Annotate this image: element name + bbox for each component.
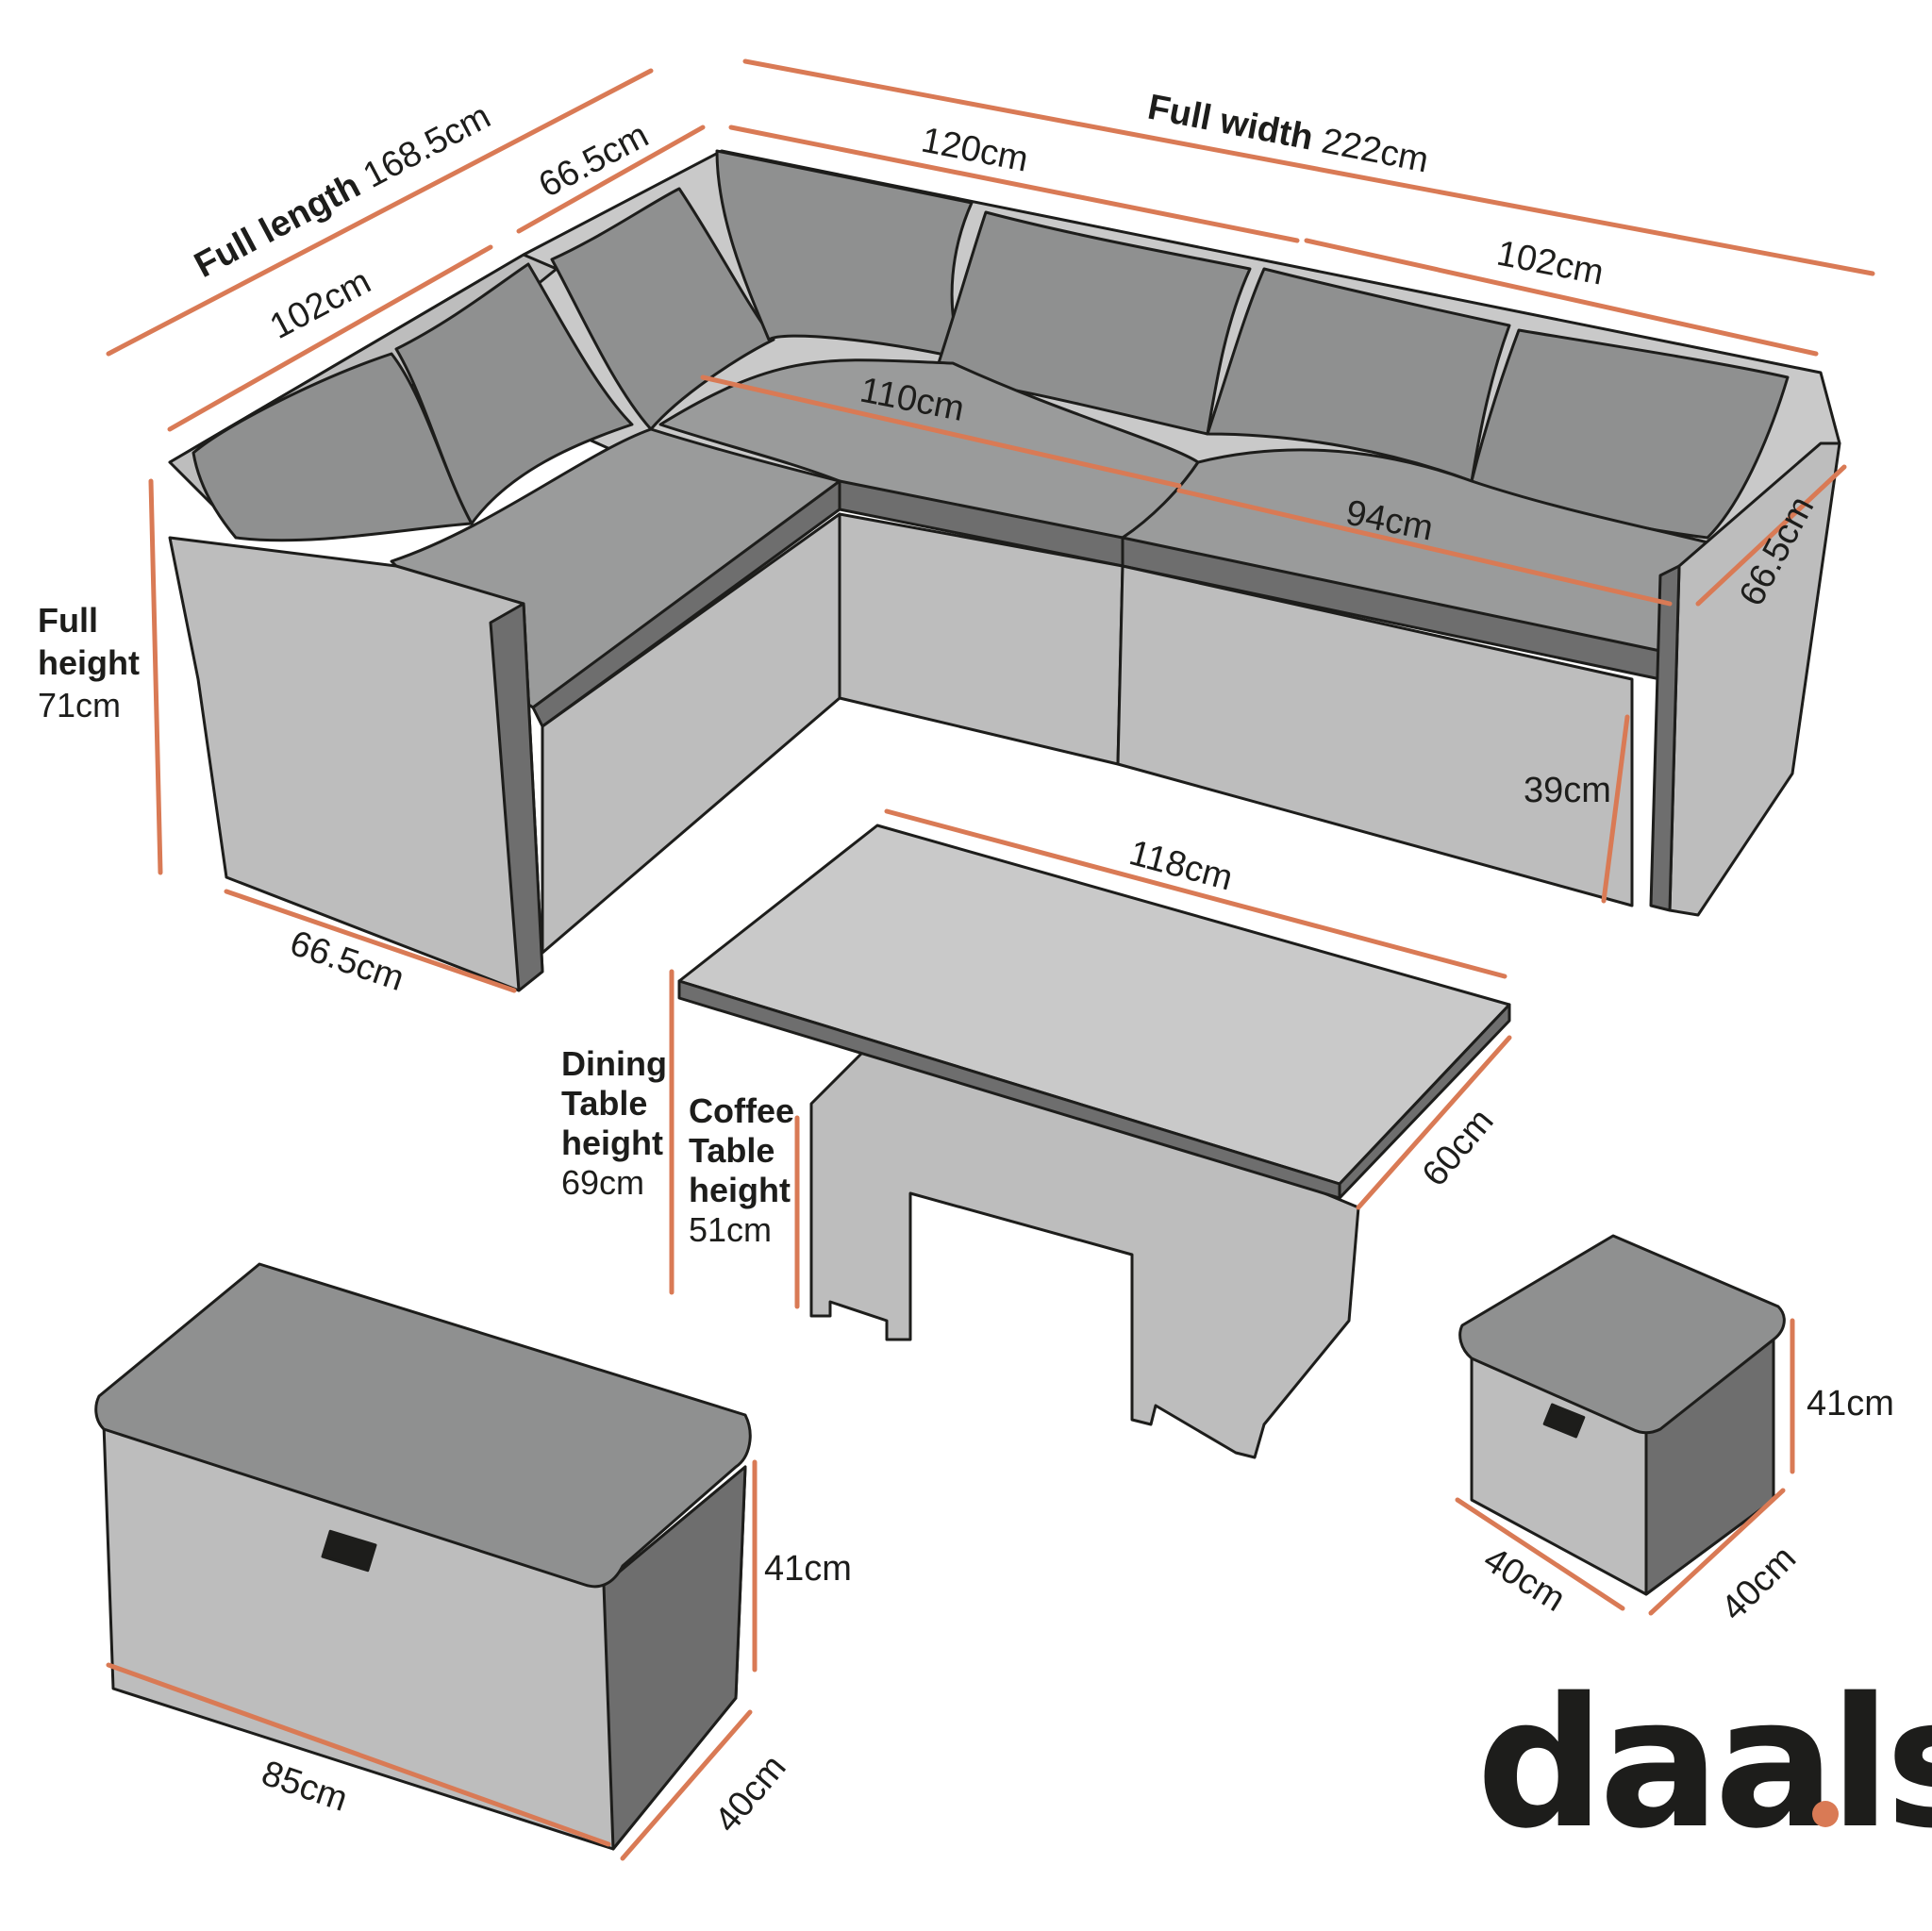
sofa-right-arm-edge <box>1649 564 1681 912</box>
stool-handle <box>1542 1403 1586 1439</box>
bench-depth-text: 40cm <box>708 1748 794 1840</box>
top-left-depth-text: 66.5cm <box>533 115 656 206</box>
bench-depth-line <box>620 1709 753 1861</box>
back-center-line <box>728 125 1300 243</box>
bench-width-text: 85cm <box>257 1754 353 1820</box>
left-length-line <box>167 244 493 432</box>
back-right-line <box>1304 238 1819 357</box>
coffee-label-3: height <box>689 1171 791 1209</box>
coffee-value: 51cm <box>689 1210 772 1249</box>
back-cushion-7 <box>1470 328 1790 540</box>
full-height-value: 71cm <box>38 686 121 724</box>
bench-width-line <box>106 1662 611 1847</box>
sofa-left-arm-edge <box>489 602 544 992</box>
seat-height-text: 39cm <box>1524 771 1611 810</box>
dining-label-1: Dining <box>561 1044 667 1083</box>
coffee-label-2: Table <box>689 1131 774 1170</box>
dimension-lines <box>106 58 1875 1861</box>
full-height-label-1: Full <box>38 601 98 640</box>
bench-handle <box>321 1529 377 1573</box>
back-cushion-3 <box>550 187 775 431</box>
right-depth-line <box>1695 464 1847 607</box>
full-length-text: Full length 168.5cm <box>189 96 497 286</box>
stool-depth-line <box>1648 1488 1786 1616</box>
full-width-text: Full width 222cm <box>1144 88 1431 181</box>
stool <box>1458 1234 1786 1596</box>
lift-table <box>677 824 1511 1459</box>
seat-right-line <box>1176 488 1673 607</box>
bench-cushion <box>94 1262 752 1589</box>
full-width-line <box>742 58 1875 276</box>
daals-logo: daals <box>1476 1659 1932 1868</box>
bench-side <box>602 1465 747 1851</box>
stool-cushion <box>1458 1234 1786 1435</box>
corner-sofa <box>168 149 1841 992</box>
dining-label-2: Table <box>561 1084 647 1123</box>
full-length-line <box>106 68 654 357</box>
seat-height-line <box>1601 714 1630 904</box>
storage-bench <box>94 1262 752 1851</box>
logo-text: daals <box>1476 1659 1932 1868</box>
dining-value: 69cm <box>561 1163 644 1202</box>
table-top-side <box>1338 1003 1511 1200</box>
full-height-label-2: height <box>38 643 140 682</box>
left-length-text: 102cm <box>264 261 377 347</box>
back-center-text: 120cm <box>918 121 1031 180</box>
bottom-depth-line <box>224 889 517 993</box>
stool-width-line <box>1455 1497 1625 1611</box>
table-base <box>809 1050 1360 1459</box>
back-cushion-2 <box>394 262 634 525</box>
bench-height-text: 41cm <box>764 1549 852 1589</box>
seat-center-line <box>700 375 1182 489</box>
dining-label-3: height <box>561 1124 663 1162</box>
top-left-depth-line <box>516 125 706 234</box>
table-width-line <box>884 808 1507 979</box>
full-height-line <box>148 478 163 875</box>
sofa-left-arm <box>168 536 544 992</box>
stool-depth-text: 40cm <box>1714 1539 1804 1628</box>
logo-dot <box>1812 1801 1839 1827</box>
sofa-base-right <box>1116 564 1634 907</box>
stool-width-text: 40cm <box>1476 1540 1572 1620</box>
table-depth-line <box>1356 1035 1512 1210</box>
stool-height-text: 41cm <box>1807 1384 1894 1423</box>
coffee-label-1: Coffee <box>689 1091 794 1130</box>
table-depth-text: 60cm <box>1415 1102 1502 1194</box>
